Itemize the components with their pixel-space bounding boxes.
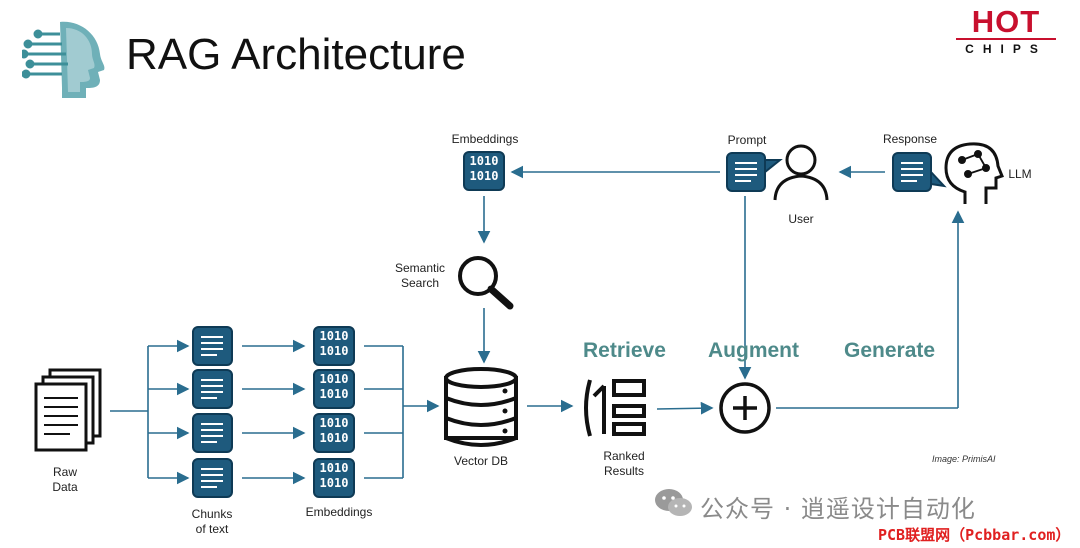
embeddings-top-label: Embeddings [451, 132, 519, 146]
llm-head-icon [944, 142, 1004, 204]
response-label: Response [882, 132, 938, 146]
logo-chips-text: CHIPS [965, 42, 1047, 56]
embedding-icon-3 [313, 413, 355, 453]
embeddings-bottom-label: Embeddings [305, 505, 373, 519]
user-icon [773, 144, 829, 201]
phase-augment: Augment [708, 339, 799, 362]
embedding-icon-2 [313, 369, 355, 409]
chunk-icons [192, 326, 233, 498]
augment-plus-icon [719, 382, 771, 434]
split-arrows [110, 165, 965, 485]
watermark-site: PCB联盟网（Pcbbar.com） [878, 526, 1071, 544]
watermark-wechat: 公众号 · 逍遥设计自动化 [700, 495, 976, 523]
chunk-icon-2 [192, 369, 233, 409]
database-icon [444, 367, 518, 447]
embedding-icon-1 [313, 326, 355, 366]
embedding-icon-top [463, 151, 505, 191]
ai-head-logo-icon [22, 21, 105, 99]
prompt-bubble-icon [726, 152, 783, 192]
page-title: RAG Architecture [126, 30, 466, 79]
ranked-results-icon [584, 379, 646, 437]
semantic-search-label: Semantic Search [394, 261, 446, 290]
raw-data-label: Raw Data [52, 465, 78, 494]
phase-generate: Generate [844, 339, 936, 362]
wechat-icon [655, 489, 692, 516]
raw-data-icon [34, 368, 102, 452]
prompt-label: Prompt [727, 133, 767, 147]
embedding-icons [313, 151, 505, 498]
llm-label: LLM [1008, 167, 1032, 181]
vector-db-label: Vector DB [453, 454, 509, 468]
ranked-results-label: Ranked Results [603, 449, 645, 478]
logo-underline [956, 38, 1056, 40]
image-credit: Image: PrimisAI [932, 454, 996, 464]
logo-hot-text: HOT [971, 4, 1041, 39]
magnifier-icon [458, 256, 514, 310]
chunks-label: Chunks of text [191, 507, 233, 536]
hot-chips-logo: HOT CHIPS [950, 4, 1062, 56]
user-label: User [788, 212, 814, 226]
phase-retrieve: Retrieve [583, 339, 666, 362]
embedding-icon-4 [313, 458, 355, 498]
chunk-icon-3 [192, 413, 233, 453]
response-bubble-icon [892, 152, 947, 192]
chunk-icon-1 [192, 326, 233, 366]
chunk-icon-4 [192, 458, 233, 498]
